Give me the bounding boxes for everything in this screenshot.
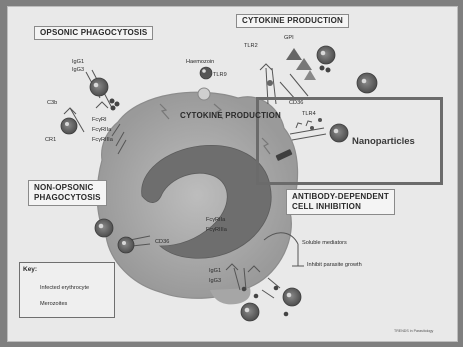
- label-c3b: C3b: [47, 101, 57, 107]
- heading-adci: ANTIBODY-DEPENDENT CELL INHIBITION: [286, 189, 395, 215]
- label-fcgr2a: FcγRIIa: [92, 128, 111, 134]
- key-merozoites-label: Merozoites: [40, 302, 67, 308]
- merozoite: [110, 99, 115, 104]
- label-fcgr3a-bottom: FcγRIIIa: [206, 228, 227, 234]
- gpi-dot: [267, 80, 273, 86]
- haemozoin-particle: [200, 67, 212, 79]
- label-igg3-bottom: IgG3: [209, 279, 221, 285]
- label-tlr9: TLR9: [213, 73, 227, 79]
- label-fcgr2a-bottom: FcγRIIa: [206, 218, 225, 224]
- infected-erythrocyte: [61, 118, 77, 134]
- infected-erythrocyte: [241, 303, 259, 321]
- merozoite: [326, 68, 331, 73]
- label-igg3-top: IgG3: [72, 68, 84, 74]
- label-igg1-bottom: IgG1: [209, 269, 221, 275]
- heading-non-opsonic-line1: NON-OPSONIC: [34, 183, 94, 192]
- label-nanoparticles: Nanoparticles: [352, 137, 415, 147]
- key-infected-erythrocyte-label: Infected erythrocyte: [40, 286, 89, 292]
- tlr9-vesicle: [198, 88, 210, 100]
- label-igg1-top: IgG1: [72, 60, 84, 66]
- label-fcgr3a: FcγRIIIa: [92, 138, 113, 144]
- infected-erythrocyte: [95, 219, 113, 237]
- label-tlr2: TLR2: [244, 44, 258, 50]
- merozoite: [320, 66, 325, 71]
- label-inhibit-parasite-growth: Inhibit parasite growth: [307, 263, 362, 269]
- merozoite: [254, 294, 259, 299]
- gpi-anchor: [304, 70, 316, 80]
- heading-non-opsonic-phagocytosis: NON-OPSONIC PHAGOCYTOSIS: [28, 180, 107, 206]
- merozoite: [284, 312, 289, 317]
- infected-erythrocyte: [357, 73, 377, 93]
- infected-erythrocyte: [118, 237, 134, 253]
- label-cd36-bottom: CD36: [155, 240, 169, 246]
- label-soluble-mediators: Soluble mediators: [302, 241, 347, 247]
- infected-erythrocyte: [90, 78, 108, 96]
- label-cr1: CR1: [45, 138, 56, 144]
- infected-erythrocyte: [283, 288, 301, 306]
- heading-adci-line1: ANTIBODY-DEPENDENT: [292, 192, 389, 201]
- label-haemozoin: Haemozoin: [186, 60, 214, 66]
- key-title: Key:: [23, 267, 37, 274]
- heading-adci-line2: CELL INHIBITION: [292, 202, 361, 211]
- merozoite: [115, 102, 120, 107]
- merozoite: [242, 287, 247, 292]
- merozoite: [111, 106, 116, 111]
- credit-text: TRENDS in Parasitology: [394, 330, 433, 334]
- heading-non-opsonic-line2: PHAGOCYTOSIS: [34, 193, 101, 202]
- heading-opsonic-phagocytosis: OPSONIC PHAGOCYTOSIS: [34, 26, 153, 40]
- infected-erythrocyte: [317, 46, 335, 64]
- label-fcgr1: FcγRI: [92, 118, 107, 124]
- nanoparticles-box: [256, 97, 443, 185]
- label-cd36-top: CD36: [289, 101, 303, 107]
- heading-cytokine-production-mid: CYTOKINE PRODUCTION: [180, 112, 281, 120]
- heading-cytokine-production-top: CYTOKINE PRODUCTION: [236, 14, 349, 28]
- label-tlr4: TLR4: [302, 112, 316, 118]
- merozoite: [274, 286, 279, 291]
- label-gpi: GPI: [284, 36, 294, 42]
- gpi-anchor: [286, 48, 302, 60]
